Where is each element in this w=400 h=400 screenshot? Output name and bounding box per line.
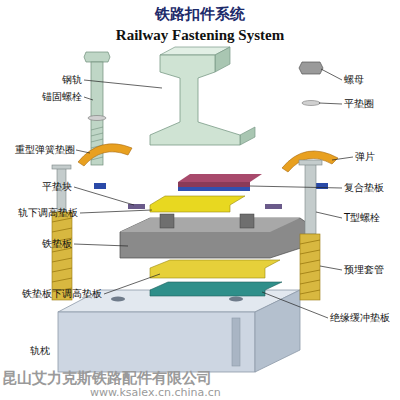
part-label: 钢轨 (62, 74, 82, 85)
part-label: 弹片 (355, 151, 375, 162)
leader-line (84, 97, 93, 100)
part-label: 平垫圈 (344, 98, 374, 109)
composite-pad-top (178, 174, 262, 182)
t-bolt-head (299, 160, 322, 165)
leader-line (74, 187, 134, 205)
part-label: 预埋套管 (344, 264, 384, 275)
part-label: 螺母 (344, 74, 364, 85)
leader-line (262, 292, 328, 318)
spring-washer (78, 144, 132, 166)
part-label: 轨枕 (30, 345, 50, 356)
part-label: 锚固螺栓 (42, 91, 82, 102)
iron-baseplate (120, 218, 310, 258)
t-bolt-head (52, 165, 71, 169)
t-bolt (305, 164, 316, 234)
leader-line (320, 266, 342, 270)
embedded-sleeve (52, 212, 72, 300)
baseplate-shoulder (240, 214, 254, 228)
spacer-piece (94, 183, 106, 189)
leader-line (319, 103, 342, 104)
embedded-sleeve (300, 234, 320, 300)
leader-line (74, 244, 128, 246)
insulation-pad (150, 282, 282, 296)
part-label: 铁垫板下调高垫板 (22, 288, 102, 299)
baseplate-shim (150, 260, 280, 278)
sleeve-rib (52, 218, 72, 292)
leader-line (332, 157, 353, 160)
rail-foot-side (240, 127, 255, 145)
part-label: T型螺栓 (344, 212, 380, 223)
composite-pad-base (178, 187, 250, 191)
sleeper-front (58, 312, 255, 372)
watermark: www.ksalex.cn.china.cn (90, 387, 221, 399)
flat-washer (302, 101, 320, 106)
leader-line (104, 274, 160, 294)
part-label: 复合垫板 (344, 182, 384, 193)
part-label: 轨下调高垫板 (18, 207, 78, 218)
leader-line (76, 150, 90, 153)
rail (150, 55, 240, 145)
part-label: 铁垫板 (42, 238, 72, 249)
leader-line (250, 186, 342, 188)
part-label: 平垫块 (42, 181, 72, 192)
watermark: 昆山艾力克斯铁路配件有限公司 (2, 370, 212, 387)
diagram-subtitle: Railway Fastening System (116, 27, 284, 44)
spacer-piece (316, 183, 328, 189)
flat-block (265, 204, 282, 209)
baseplate-top (120, 218, 300, 232)
leader-lines (74, 69, 353, 318)
sleeper-hole (111, 297, 125, 302)
part-label: 重型弹簧垫圈 (15, 144, 75, 155)
part-label: 绝缘缓冲垫板 (330, 312, 390, 323)
sleeper-groove (232, 318, 240, 366)
sleeper-hole (229, 297, 243, 302)
leader-line (80, 210, 152, 213)
leader-line (316, 212, 342, 218)
anchor-bolt-head (84, 52, 110, 62)
flat-washer (88, 116, 106, 121)
nut (299, 62, 323, 74)
flat-block (128, 204, 145, 209)
composite-pad (178, 182, 250, 187)
baseplate-shoulder (160, 214, 174, 228)
sleeper-side (255, 290, 300, 372)
rail-pad (150, 196, 245, 212)
rail-side (215, 47, 230, 72)
leader-line (84, 80, 162, 88)
sleeve-rib (300, 240, 320, 294)
leader-line (321, 69, 342, 80)
diagram-title: 铁路扣件系统 (155, 6, 245, 23)
